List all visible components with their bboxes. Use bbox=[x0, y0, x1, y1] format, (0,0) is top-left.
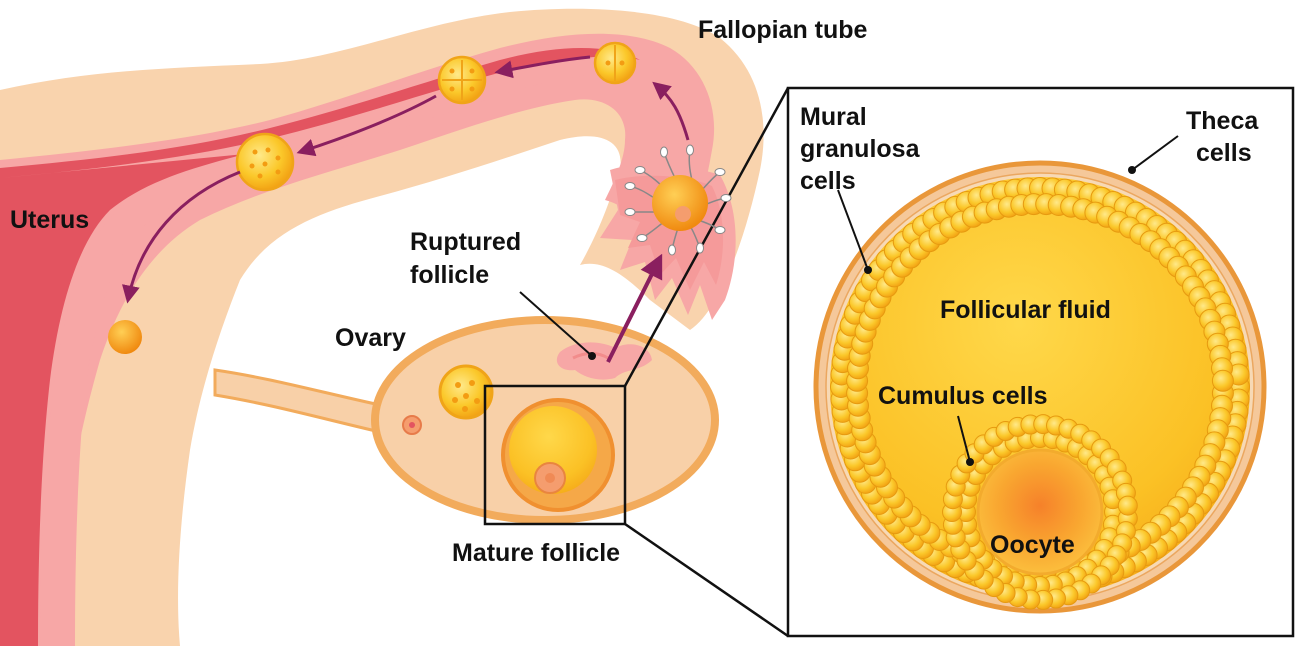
oocyte-cell bbox=[976, 448, 1104, 576]
fertilized-egg bbox=[624, 144, 732, 256]
cumulus-pointer bbox=[957, 415, 971, 463]
zoom-line-bottom bbox=[624, 522, 789, 638]
embryo-stages bbox=[108, 41, 637, 354]
ovary bbox=[371, 316, 719, 524]
theca-pointer bbox=[1131, 135, 1179, 171]
label-ovary: Ovary bbox=[335, 324, 406, 352]
follicle-detail-panel bbox=[786, 86, 1295, 638]
label-theca-line1: Theca bbox=[1186, 107, 1259, 135]
label-ruptured-line1: Ruptured bbox=[410, 228, 521, 256]
mural-pointer bbox=[837, 189, 869, 271]
ovulation-arrow bbox=[606, 253, 663, 363]
cumulus-cell bbox=[1117, 495, 1138, 516]
ruptured-follicle-dot bbox=[588, 352, 596, 360]
label-theca-line2: cells bbox=[1196, 139, 1252, 167]
label-mural-line2: granulosa bbox=[800, 135, 921, 163]
label-mature-follicle: Mature follicle bbox=[452, 539, 620, 567]
label-mural-line3: cells bbox=[800, 167, 856, 195]
uterus-body bbox=[0, 8, 764, 646]
label-fallopian-tube: Fallopian tube bbox=[698, 16, 868, 44]
label-ruptured-line2: follicle bbox=[410, 261, 489, 289]
zoom-line-top bbox=[623, 87, 790, 387]
label-oocyte: Oocyte bbox=[990, 531, 1075, 559]
label-mural-line1: Mural bbox=[800, 103, 867, 131]
label-follicular-fluid: Follicular fluid bbox=[940, 296, 1111, 324]
zoom-box bbox=[483, 384, 627, 526]
ruptured-follicle-pointer bbox=[519, 291, 593, 357]
granulosa-cell bbox=[1211, 369, 1234, 392]
label-cumulus-cells: Cumulus cells bbox=[878, 382, 1048, 410]
ovarian-ligament bbox=[213, 368, 382, 434]
label-uterus: Uterus bbox=[10, 206, 89, 234]
migration-arrows bbox=[122, 55, 690, 304]
cumulus-ring bbox=[942, 414, 1138, 610]
